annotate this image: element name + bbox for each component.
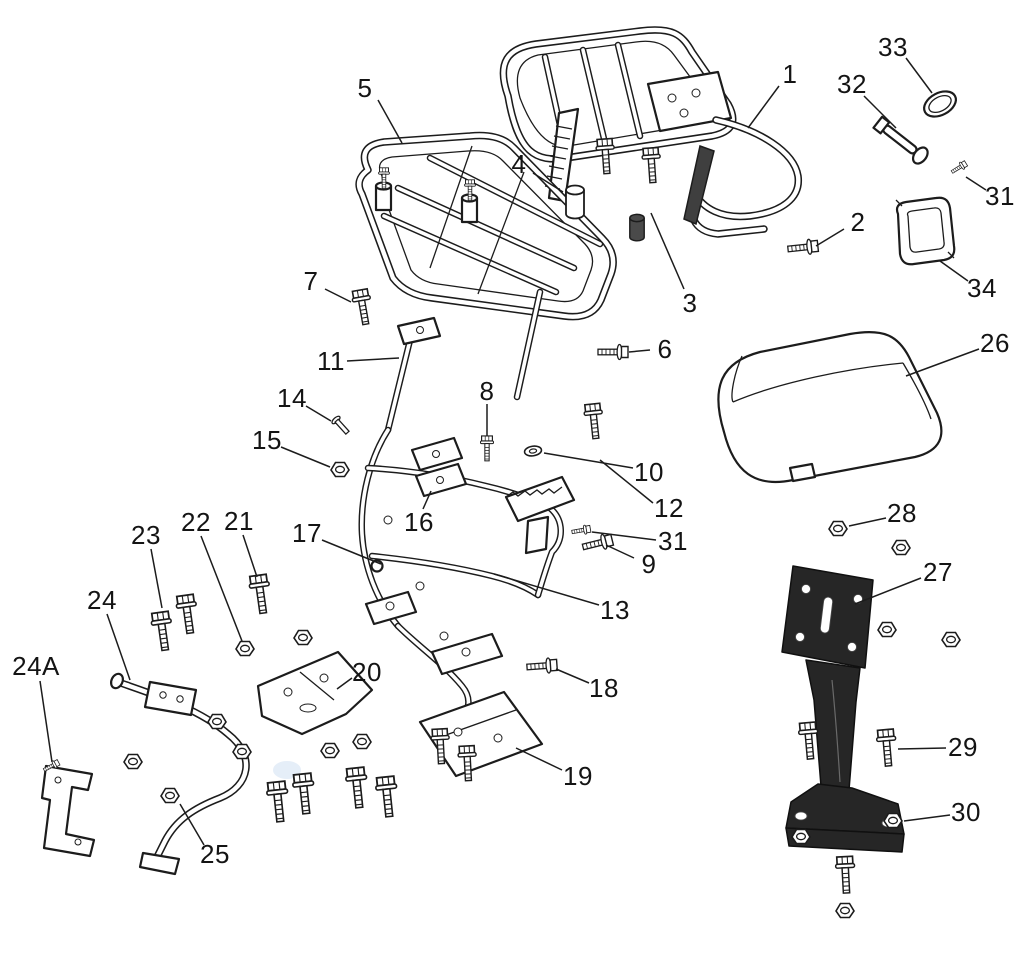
nut-icon — [941, 631, 961, 648]
nut-icon — [207, 713, 227, 730]
leader-line-31 — [965, 176, 987, 191]
leader-line-33 — [905, 57, 933, 94]
leader-line-24A — [39, 680, 53, 763]
leader-line-11 — [346, 357, 400, 362]
leader-line-32 — [863, 95, 897, 129]
footrest-bracket — [504, 475, 576, 555]
nut-icon — [352, 733, 372, 750]
bolt-icon — [786, 237, 820, 258]
bolt-icon — [640, 146, 663, 184]
leader-line-1 — [747, 85, 780, 129]
leader-line-15 — [280, 446, 331, 468]
front-rack-part-5 — [355, 131, 617, 321]
spacer-icon — [565, 184, 585, 220]
leader-line-34 — [939, 260, 969, 282]
bolt-icon — [343, 765, 371, 810]
leader-line-10 — [543, 452, 634, 469]
leader-line-12 — [599, 459, 654, 504]
leader-line-4 — [532, 172, 564, 193]
cap-part-33 — [923, 90, 957, 118]
leader-line-18 — [555, 668, 590, 684]
main-subframe — [358, 426, 564, 722]
leader-line-27 — [854, 577, 922, 605]
drop-tube — [513, 288, 544, 401]
clamp-bolt-part-32 — [872, 115, 929, 165]
clamp-bracket-part-34 — [895, 196, 956, 266]
leader-line-28 — [848, 517, 887, 527]
bolt-icon — [149, 610, 176, 653]
nut-icon — [891, 539, 911, 556]
nut-icon — [835, 902, 855, 919]
backrest-part-26 — [717, 330, 943, 484]
nut-icon — [320, 742, 340, 759]
nut-icon — [293, 629, 313, 646]
nut-icon — [330, 461, 350, 478]
leader-line-17 — [321, 539, 382, 565]
bolt-icon — [373, 774, 401, 819]
rear-rack-part-1 — [499, 26, 802, 238]
nut-icon — [883, 812, 903, 829]
leader-line-6 — [628, 349, 651, 353]
pedestal-bracket-part-27 — [781, 565, 905, 853]
bolt-icon — [834, 855, 857, 895]
leader-line-16 — [422, 490, 432, 510]
nut-icon — [123, 753, 143, 770]
bolt-icon — [949, 159, 969, 176]
leader-line-26 — [905, 348, 980, 377]
nut-icon — [235, 640, 255, 657]
bolt-icon — [479, 435, 495, 462]
nut-icon — [877, 621, 897, 638]
bolt-icon — [290, 771, 318, 816]
grab-bar-part-24 — [109, 672, 250, 876]
mount-plate-part-20 — [256, 650, 374, 736]
bolt-icon — [597, 343, 629, 361]
bracket-part-24A — [40, 764, 96, 858]
wing-strut — [683, 145, 715, 226]
leader-line-5 — [377, 99, 403, 144]
spacer-icon — [629, 213, 645, 242]
leader-line-9 — [605, 544, 635, 559]
nut-icon — [232, 743, 252, 760]
leader-line-14 — [305, 405, 332, 422]
leader-lines — [39, 57, 987, 846]
leader-line-19 — [515, 747, 563, 771]
washer-icon — [523, 444, 543, 458]
leader-line-20 — [336, 677, 353, 690]
leader-line-24 — [106, 613, 131, 681]
leader-line-2 — [815, 228, 845, 247]
bolt-icon — [580, 531, 615, 555]
leader-line-25 — [179, 803, 205, 846]
leader-line-29 — [897, 747, 947, 750]
bolt-icon — [570, 523, 592, 538]
nut-icon — [828, 520, 848, 537]
support-tube-part-11 — [384, 316, 442, 434]
leader-line-31 — [591, 531, 657, 541]
nut-icon — [160, 787, 180, 804]
bolt-icon — [582, 402, 606, 441]
leader-line-22 — [200, 535, 243, 642]
leader-line-23 — [150, 548, 163, 609]
leader-line-21 — [242, 534, 258, 578]
leader-line-7 — [324, 288, 352, 303]
bolt-icon — [174, 593, 201, 636]
bolt-icon — [264, 779, 292, 824]
pin-icon — [330, 414, 352, 437]
bolt-icon — [525, 656, 559, 676]
bolt-icon — [350, 287, 376, 327]
leader-line-3 — [650, 212, 685, 290]
leader-line-30 — [903, 814, 951, 822]
bolt-icon — [875, 728, 899, 768]
leader-line-13 — [493, 573, 600, 606]
nut-icon — [791, 828, 811, 845]
bolt-icon — [247, 573, 274, 616]
